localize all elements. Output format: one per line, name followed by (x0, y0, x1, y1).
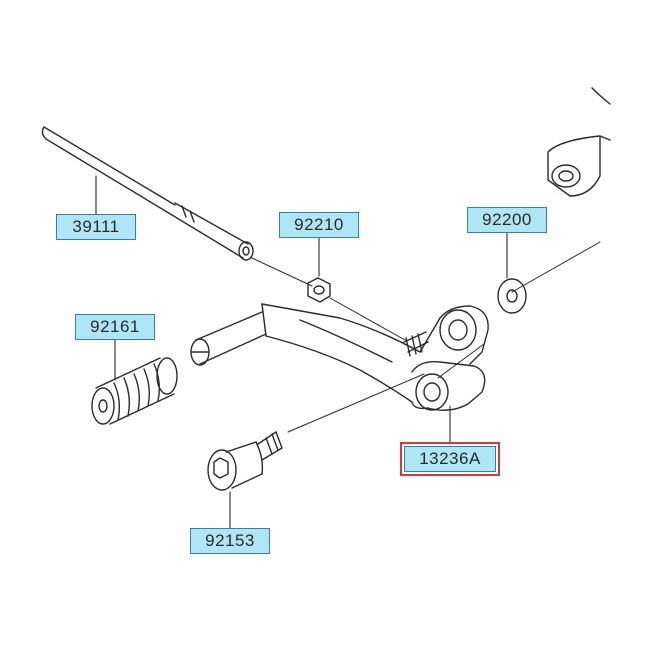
part-label-39111[interactable]: 39111 (56, 214, 136, 240)
washer-art (497, 278, 527, 314)
part-label-92200[interactable]: 92200 (467, 207, 547, 233)
nut-art (307, 277, 331, 303)
leader-lines (95, 175, 508, 529)
frame-bracket-art (547, 87, 611, 197)
rubber-peg-art (91, 357, 178, 425)
shift-lever-art (190, 303, 489, 411)
shift-rod-art (41, 126, 254, 261)
assembly-guide-lines (251, 241, 601, 433)
part-label-13236A[interactable]: 13236A (400, 442, 500, 476)
part-label-92210[interactable]: 92210 (279, 212, 359, 238)
part-label-92161[interactable]: 92161 (75, 314, 155, 340)
part-label-92153[interactable]: 92153 (190, 528, 270, 554)
bolt-art (207, 431, 283, 491)
